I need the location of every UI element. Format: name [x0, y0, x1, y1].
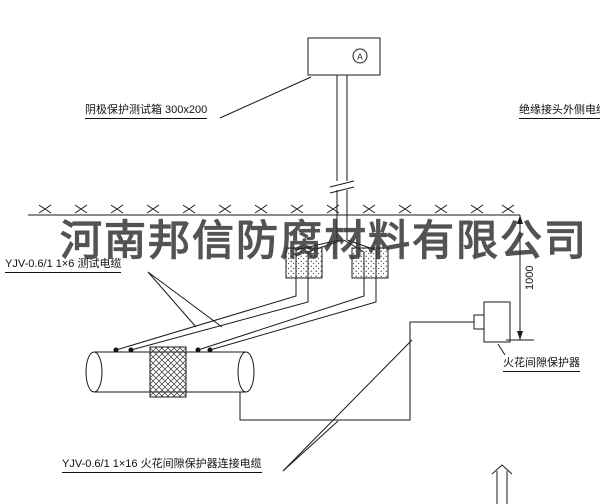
meter-letter: A — [357, 52, 363, 62]
test-box-label: 阴极保护测试箱 300x200 — [85, 104, 208, 120]
riser-conduit — [329, 75, 355, 240]
spark-gap-protector-symbol — [473, 301, 511, 343]
spark-gap-label: 火花间隙保护器 — [503, 357, 580, 373]
test-box-leader-line — [219, 76, 312, 119]
watermark-text: 河南邦信防腐材料有限公司 — [60, 217, 589, 264]
dimension-1000-label: 1000 — [524, 265, 536, 290]
spark-gap-connection-cable — [239, 321, 474, 421]
test-box-symbol: A — [307, 37, 381, 76]
connection-cable-label: YJV-0.6/1 1×16 火花间隙保护器连接电缆 — [62, 458, 262, 474]
riser-stub-symbol — [491, 464, 513, 504]
pipe-break-icon — [329, 180, 355, 188]
arrow-up-icon — [517, 215, 523, 224]
pipeline-symbol — [85, 346, 255, 398]
insulating-joint-icon — [149, 346, 187, 398]
arrow-down-icon — [517, 331, 523, 340]
test-cable-leader-lines — [147, 271, 223, 328]
spark-gap-leader-line — [497, 343, 506, 356]
foundation-blocks — [285, 247, 389, 279]
connection-cable-leader-lines — [282, 339, 413, 472]
meter-circle-icon — [352, 48, 368, 64]
test-cable-label: YJV-0.6/1 1×6 测试电缆 — [5, 258, 122, 274]
outer-cable-label: 绝缘接头外侧电缆 — [519, 104, 600, 120]
ground-line — [28, 204, 520, 216]
dimension-line-1000 — [506, 215, 534, 341]
cable-terminals — [113, 347, 213, 353]
test-cables — [115, 239, 377, 351]
